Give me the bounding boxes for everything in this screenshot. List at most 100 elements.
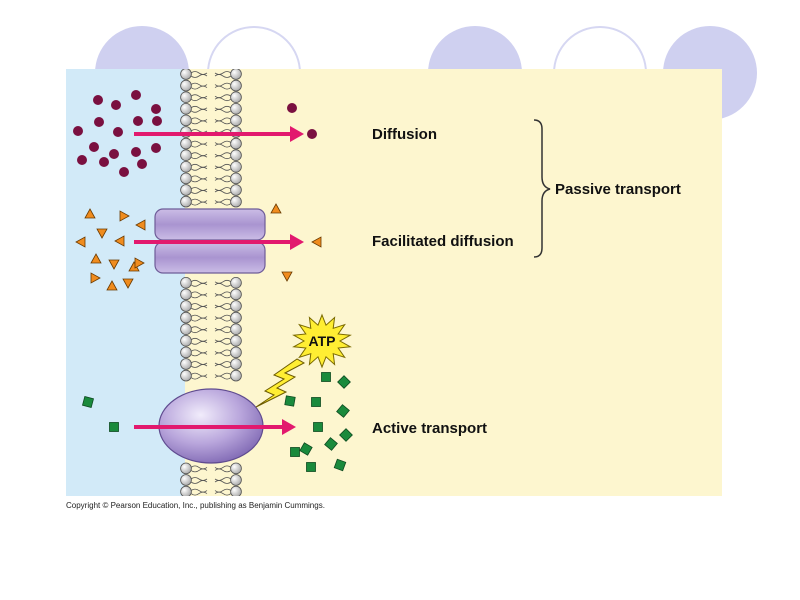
lipid-tail: [190, 74, 208, 78]
active-solute: [337, 375, 351, 389]
lipid-tail: [190, 71, 208, 75]
lipid-tail: [190, 340, 208, 345]
lipid-tail: [190, 480, 208, 484]
lipid-tail: [190, 175, 208, 180]
active-solute: [306, 462, 316, 472]
lipid-tail: [190, 105, 208, 110]
lipid-tail: [190, 306, 208, 310]
lipid-tail: [190, 314, 208, 319]
lipid-head: [230, 195, 242, 208]
diffusion-solute: [111, 100, 121, 110]
lipid-head: [180, 184, 192, 196]
lipid-head: [230, 334, 242, 347]
lipid-head: [180, 288, 192, 301]
lipid-tail: [214, 329, 232, 334]
lipid-tail: [190, 198, 208, 203]
lipid-head: [230, 102, 242, 115]
diffusion-arrow: [134, 126, 304, 142]
lipid-head: [230, 172, 242, 185]
lipid-tail: [190, 326, 208, 331]
lipid-tail: [190, 152, 208, 157]
lipid-tail: [190, 187, 208, 191]
facilitated-solute: [122, 278, 134, 289]
lipid-head: [180, 311, 192, 324]
lipid-tail: [214, 152, 232, 157]
lipid-tail: [214, 465, 232, 470]
lipid-tail: [190, 477, 208, 481]
lipid-head: [180, 172, 192, 185]
lipid-head: [180, 114, 192, 127]
transport-figure: ATP Diffusion Facilitated diffusion Pass…: [66, 69, 722, 496]
lipid-head: [230, 346, 242, 359]
lightning-bolt-icon: [255, 358, 306, 408]
diffusion-solute: [151, 143, 161, 153]
lipid-head: [230, 277, 242, 289]
facilitated-solute: [135, 219, 146, 231]
diffusion-solute: [287, 103, 297, 113]
active-solute: [336, 404, 350, 418]
copyright-notice: Copyright © Pearson Education, Inc., pub…: [66, 501, 325, 510]
lipid-tail: [214, 108, 232, 113]
lipid-tail: [190, 364, 208, 368]
facilitated-solute: [281, 271, 293, 282]
lipid-tail: [214, 352, 232, 357]
lipid-tail: [190, 82, 208, 87]
active-solute: [313, 422, 323, 432]
lipid-tail: [214, 361, 232, 365]
lipid-head: [230, 114, 242, 127]
diffusion-solute: [109, 149, 119, 159]
lipid-head: [230, 161, 242, 173]
lipid-head: [180, 91, 192, 104]
lipid-head: [180, 161, 192, 173]
lipid-head: [230, 288, 242, 301]
lipid-tail: [214, 166, 232, 171]
diffusion-solute: [93, 95, 103, 105]
lipid-tail: [214, 282, 232, 287]
lipid-head: [230, 149, 242, 161]
lipid-tail: [214, 120, 232, 125]
lipid-head: [230, 474, 242, 486]
bracket-icon: [533, 119, 551, 258]
lipid-tail: [190, 352, 208, 357]
lipid-tail: [190, 201, 208, 206]
lipid-tail: [190, 465, 208, 470]
lipid-tail: [190, 491, 208, 496]
lipid-head: [230, 369, 242, 382]
lipid-tail: [190, 85, 208, 90]
lipid-tail: [190, 349, 208, 354]
lipid-tail: [190, 303, 208, 307]
lipid-tail: [214, 340, 232, 345]
active-solute: [290, 447, 300, 457]
lipid-head: [230, 311, 242, 324]
diffusion-solute: [137, 159, 147, 169]
lipid-tail: [214, 337, 232, 342]
facilitated-solute: [90, 253, 102, 264]
lipid-tail: [214, 97, 232, 102]
diffusion-solute: [89, 142, 99, 152]
lipid-tail: [190, 117, 208, 122]
lipid-tail: [190, 291, 208, 296]
lipid-head: [180, 462, 192, 475]
lipid-head: [180, 137, 192, 150]
facilitated-solute: [84, 208, 96, 219]
lipid-head: [230, 485, 242, 496]
diffusion-solute: [119, 167, 129, 177]
lipid-tail: [190, 375, 208, 380]
lipid-tail: [190, 108, 208, 113]
facilitated-solute: [108, 259, 120, 270]
lipid-tail: [214, 143, 232, 148]
diffusion-solute: [151, 104, 161, 114]
facilitated-diffusion-label: Facilitated diffusion: [372, 233, 514, 250]
lipid-head: [180, 79, 192, 92]
lipid-tail: [214, 85, 232, 90]
diffusion-solute: [152, 116, 162, 126]
active-solute: [333, 458, 347, 472]
atp-burst-icon: ATP: [292, 313, 352, 369]
active-solute: [284, 395, 296, 407]
lipid-head: [230, 137, 242, 150]
lipid-tail: [190, 163, 208, 168]
lipid-head: [180, 485, 192, 496]
lipid-tail: [214, 326, 232, 331]
lipid-head: [180, 300, 192, 312]
active-solute: [81, 395, 95, 409]
